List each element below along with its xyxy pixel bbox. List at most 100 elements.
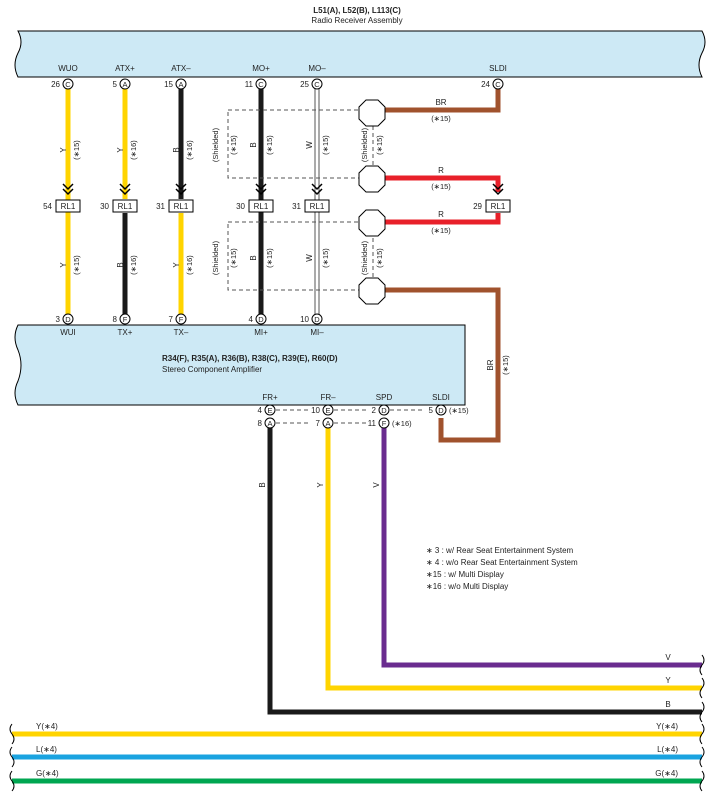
wire-spd-v bbox=[381, 428, 702, 668]
amp-top-pins: D 3 F 8 F 7 D 4 D 10 bbox=[56, 313, 323, 325]
amp-bottom-label: FR– bbox=[320, 393, 336, 402]
pin-conn-label: E bbox=[267, 406, 272, 415]
junction-arrows bbox=[62, 183, 504, 196]
pin-number: 8 bbox=[258, 419, 263, 428]
amp-pin-name: WUI bbox=[60, 328, 76, 337]
legend-item: ∗15 : w/ Multi Display bbox=[426, 570, 504, 579]
junction-connector: RL1 30 bbox=[100, 199, 138, 213]
wire-shield-br-upper bbox=[385, 89, 501, 113]
radio-receiver-box bbox=[14, 30, 706, 78]
amp-pin-note: (∗15) bbox=[449, 406, 469, 415]
wire-color-label: W bbox=[305, 141, 314, 149]
pin-number: 4 bbox=[249, 315, 254, 324]
pin-conn-label: F bbox=[179, 315, 184, 324]
wire-note-label: (∗16) bbox=[129, 255, 138, 275]
bus-label: L(∗4) bbox=[657, 745, 678, 754]
junction-label: RL1 bbox=[118, 202, 133, 211]
wire-color-label: W bbox=[305, 254, 314, 262]
pin-name-atx-plus: ATX+ bbox=[115, 64, 135, 73]
junction-number: 30 bbox=[100, 202, 109, 211]
wire-break-marks-right bbox=[699, 654, 705, 723]
amp-bottom-label: SPD bbox=[376, 393, 393, 402]
junction-connector: RL1 30 bbox=[236, 199, 274, 213]
legend-notes: ∗ 3 : w/ Rear Seat Entertainment System … bbox=[426, 545, 578, 593]
radio-pins: C 26 A 5 A 15 C 11 C 25 C 24 bbox=[51, 78, 504, 90]
pin-name-mo-plus: MO+ bbox=[252, 64, 270, 73]
wire-note-label: (∗15) bbox=[321, 135, 330, 155]
output-wire-label: B bbox=[665, 700, 670, 709]
shield-connector bbox=[358, 277, 386, 305]
pin-number: 3 bbox=[56, 315, 61, 324]
wire-note-label: (∗16) bbox=[185, 255, 194, 275]
pin-number: 7 bbox=[316, 419, 321, 428]
pin-number: 7 bbox=[169, 315, 174, 324]
pin-number: 2 bbox=[372, 406, 377, 415]
pin-number: 4 bbox=[258, 406, 263, 415]
wire-note-label: (∗15) bbox=[72, 255, 81, 275]
pin-name-wuo: WUO bbox=[58, 64, 78, 73]
junction-number: 30 bbox=[236, 202, 245, 211]
wire-color-label: Y bbox=[316, 482, 325, 488]
wire-note-label: (∗15) bbox=[265, 248, 274, 268]
wire-note-label: (∗16) bbox=[129, 140, 138, 160]
legend-item: ∗ 4 : w/o Rear Seat Entertainment System bbox=[426, 558, 578, 567]
pin-conn-label: C bbox=[495, 80, 501, 89]
wire-note-label: (∗15) bbox=[321, 248, 330, 268]
wire-red-lower bbox=[385, 213, 501, 225]
bus-label: Y(∗4) bbox=[36, 722, 58, 731]
pin-number: 11 bbox=[368, 419, 377, 428]
junction-number: 29 bbox=[473, 202, 482, 211]
pin-number: 8 bbox=[113, 315, 118, 324]
pin-conn-label: C bbox=[258, 80, 264, 89]
wire-note-label: (∗15) bbox=[265, 135, 274, 155]
wire-color-label: B bbox=[249, 142, 258, 147]
junction-connector: RL1 54 bbox=[43, 199, 81, 213]
pin-conn-label: D bbox=[65, 315, 71, 324]
junction-number: 31 bbox=[292, 202, 301, 211]
wire-color-label: V bbox=[372, 482, 381, 488]
pin-conn-label: C bbox=[65, 80, 71, 89]
pin-conn-label: D bbox=[381, 406, 387, 415]
junction-label: RL1 bbox=[491, 202, 506, 211]
junction-number: 54 bbox=[43, 202, 52, 211]
pin-number: 25 bbox=[300, 80, 309, 89]
wire-color-label: Y bbox=[59, 147, 68, 153]
wire-color-label: R bbox=[438, 166, 444, 175]
junction-connector: RL1 31 bbox=[292, 199, 330, 213]
pin-conn-label: D bbox=[258, 315, 264, 324]
bus-break-marks bbox=[9, 723, 705, 792]
pin-number: 15 bbox=[164, 80, 173, 89]
junction-label: RL1 bbox=[61, 202, 76, 211]
wire-color-label: B bbox=[249, 255, 258, 260]
pin-number: 11 bbox=[245, 80, 254, 89]
amp-title: R34(F), R35(A), R36(B), R38(C), R39(E), … bbox=[162, 354, 338, 363]
legend-item: ∗16 : w/o Multi Display bbox=[426, 582, 509, 591]
pin-conn-label: F bbox=[382, 419, 387, 428]
bus-label: L(∗4) bbox=[36, 745, 57, 754]
wire-color-label: B bbox=[116, 262, 125, 267]
amp-subtitle: Stereo Component Amplifier bbox=[162, 365, 262, 374]
junction-number: 31 bbox=[156, 202, 165, 211]
shielded-label: (Shielded) bbox=[360, 127, 369, 162]
shielded-label: (Shielded) bbox=[211, 127, 220, 162]
pin-name-sldi: SLDI bbox=[489, 64, 507, 73]
pin-conn-label: D bbox=[314, 315, 320, 324]
pin-conn-label: F bbox=[123, 315, 128, 324]
wire-color-label: R bbox=[438, 210, 444, 219]
output-wire-label: V bbox=[665, 653, 671, 662]
pin-number: 10 bbox=[311, 406, 320, 415]
bus-label: Y(∗4) bbox=[656, 722, 678, 731]
pin-conn-label: A bbox=[267, 419, 272, 428]
shielded-note: (∗15) bbox=[375, 248, 384, 268]
bus-label: G(∗4) bbox=[36, 769, 59, 778]
pin-conn-label: D bbox=[438, 406, 444, 415]
wire-color-label: Y bbox=[172, 262, 181, 268]
junction-connector: RL1 29 bbox=[473, 199, 511, 213]
amp-pin-name: MI– bbox=[310, 328, 324, 337]
wire-color-label: Y bbox=[116, 147, 125, 153]
output-wire-label: Y bbox=[665, 676, 671, 685]
pin-name-atx-minus: ATX– bbox=[171, 64, 191, 73]
amp-pin-name: TX– bbox=[174, 328, 189, 337]
wire-color-label: BR bbox=[435, 98, 446, 107]
